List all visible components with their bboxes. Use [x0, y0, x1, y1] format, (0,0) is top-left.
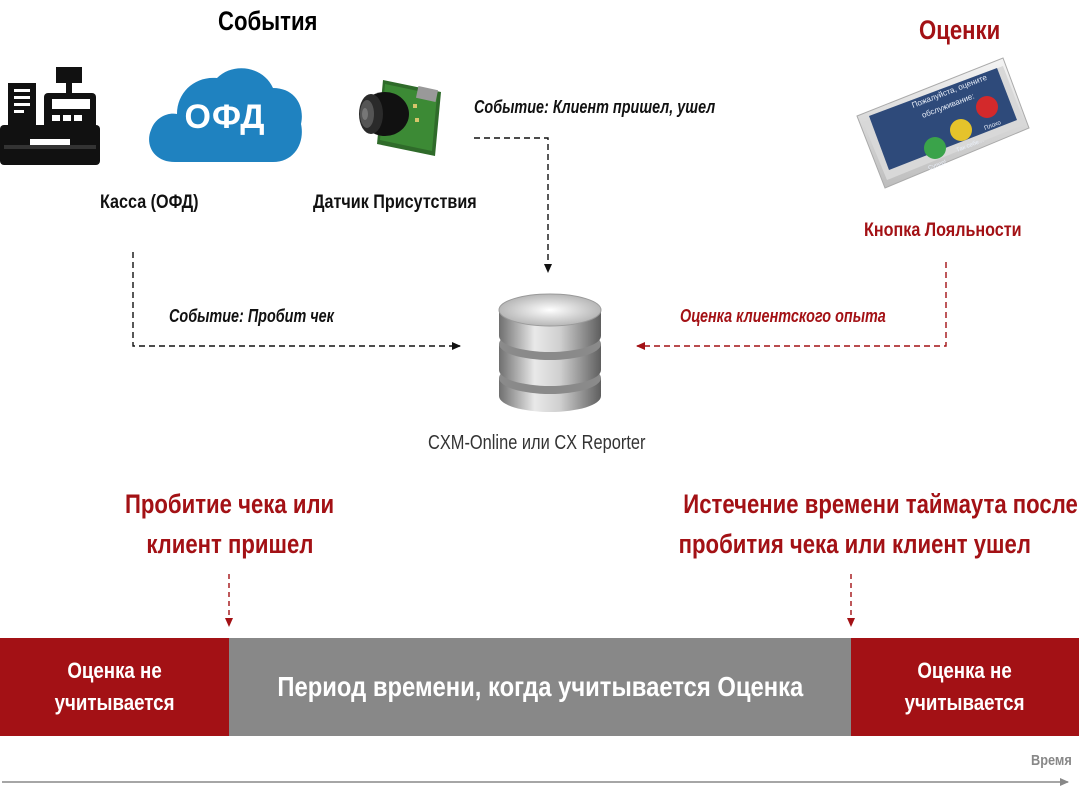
server-label: CXM-Online или CX Reporter [428, 432, 646, 454]
end-trigger-label: Истечение времени таймаута после пробити… [678, 489, 1078, 559]
start-trigger-label: Пробитие чека или клиент пришел [125, 489, 335, 559]
database-icon [498, 293, 602, 412]
rating-event-label: Оценка клиентского опыта [680, 306, 886, 326]
client-event-label: Событие: Клиент пришел, ушел [474, 97, 716, 117]
sensor-label: Датчик Присутствия [313, 192, 477, 213]
left-segment: Оценка не учитывается [0, 638, 229, 736]
middle-segment: Период времени, когда учитывается Оценка [229, 638, 851, 736]
presence-sensor-icon [359, 80, 441, 156]
button-label: Кнопка Лояльности [864, 220, 1022, 241]
loyalty-button-icon: Пожалуйста, оцените обслуживание: Супер!… [856, 57, 1030, 189]
ratings-title: Оценки [919, 15, 1001, 45]
cash-register-icon [0, 67, 100, 165]
time-axis-label: Время [1031, 752, 1072, 769]
ofd-cloud-text: ОФД [184, 98, 266, 136]
ofd-cloud-icon: ОФД [145, 62, 305, 166]
receipt-event-label: Событие: Пробит чек [169, 306, 334, 326]
pos-label: Касса (ОФД) [100, 192, 199, 213]
right-segment: Оценка не учитывается [851, 638, 1079, 736]
events-title: События [218, 6, 318, 36]
